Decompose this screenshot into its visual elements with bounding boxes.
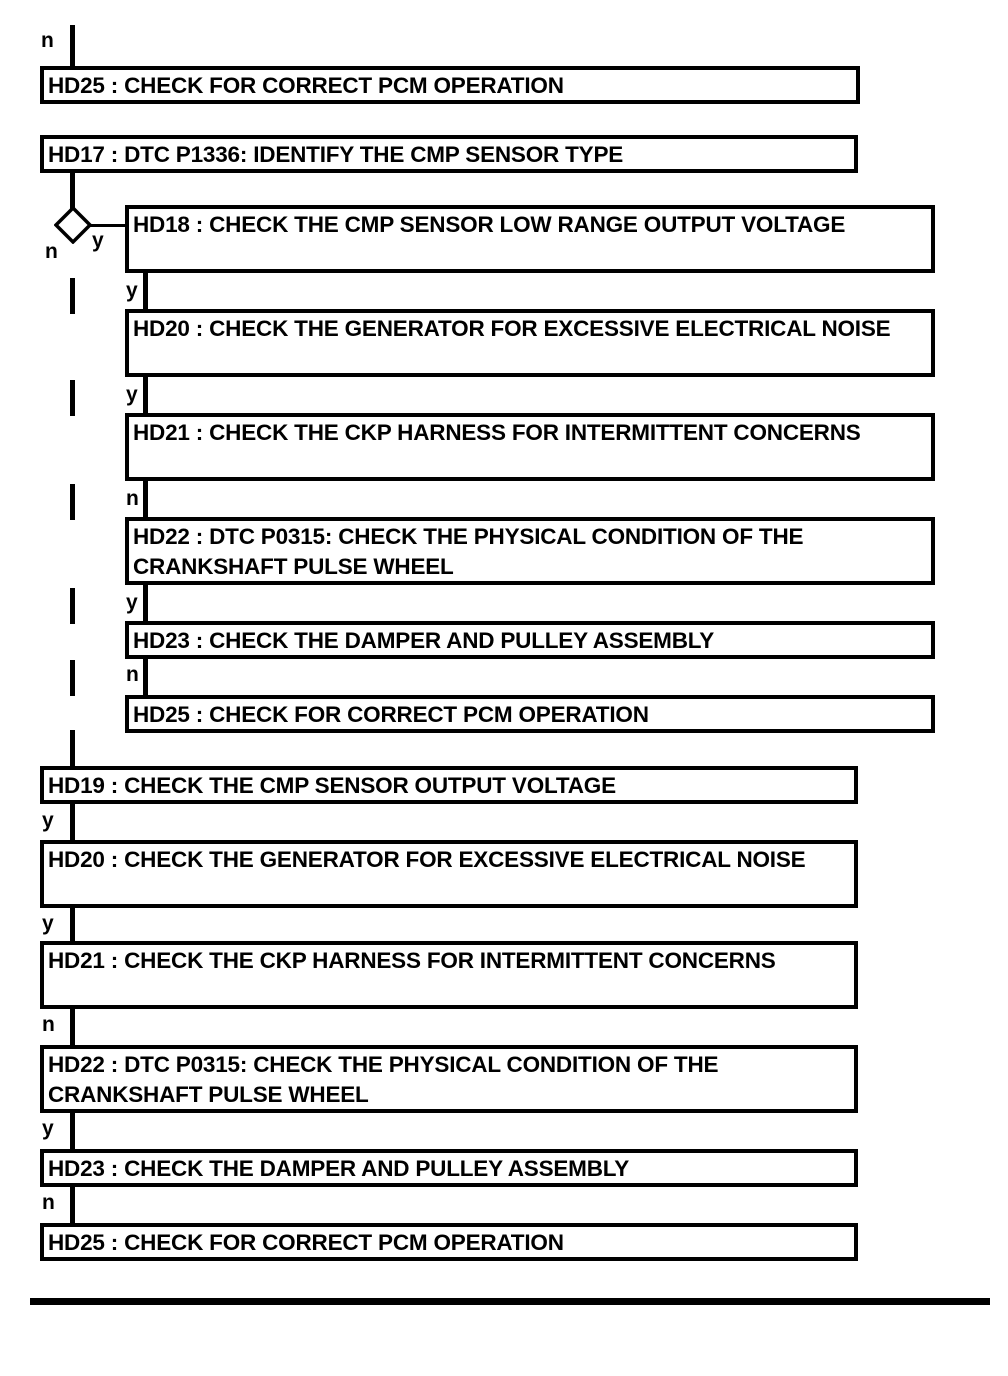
decision-diamond[interactable] [53,205,93,245]
node-hd25-top[interactable]: HD25 : CHECK FOR CORRECT PCM OPERATION [40,66,860,104]
edge-label-branch-5: n [126,663,139,686]
node-hd19[interactable]: HD19 : CHECK THE CMP SENSOR OUTPUT VOLTA… [40,766,858,804]
node-hd18[interactable]: HD18 : CHECK THE CMP SENSOR LOW RANGE OU… [125,205,935,273]
connector-hd20-to-hd21-branch [143,377,148,415]
node-hd25-bottom[interactable]: HD25 : CHECK FOR CORRECT PCM OPERATION [40,1223,858,1261]
connector-hd21-to-hd22-main [70,1009,75,1045]
connector-hd21-to-hd22-branch [143,481,148,519]
edge-label-branch-4: y [126,591,138,614]
edge-label-branch-1: y [126,279,138,302]
edge-label-decision-no: n [45,240,58,263]
edge-label-main-4: y [42,1117,54,1140]
connector-hd22-to-hd23-branch [143,585,148,623]
connector-hd18-to-hd20 [143,273,148,311]
page-bottom-rule [30,1298,990,1305]
edge-label-branch-3: n [126,487,139,510]
node-hd22-branch[interactable]: HD22 : DTC P0315: CHECK THE PHYSICAL CON… [125,517,935,585]
edge-label-top-entry: n [41,29,54,52]
connector-no-branch-seg-2 [70,380,75,416]
node-hd23-branch[interactable]: HD23 : CHECK THE DAMPER AND PULLEY ASSEM… [125,621,935,659]
node-hd22-main[interactable]: HD22 : DTC P0315: CHECK THE PHYSICAL CON… [40,1045,858,1113]
node-hd20-branch[interactable]: HD20 : CHECK THE GENERATOR FOR EXCESSIVE… [125,309,935,377]
connector-hd19-to-hd20 [70,804,75,840]
node-hd17[interactable]: HD17 : DTC P1336: IDENTIFY THE CMP SENSO… [40,135,858,173]
node-hd21-main[interactable]: HD21 : CHECK THE CKP HARNESS FOR INTERMI… [40,941,858,1009]
connector-hd23-to-hd25-branch [143,659,148,695]
connector-top-entry [70,25,75,67]
connector-no-branch-seg-4 [70,588,75,624]
connector-no-branch-seg-6 [70,730,75,768]
edge-label-main-3: n [42,1013,55,1036]
connector-hd23-to-hd25-main [70,1187,75,1223]
edge-label-main-5: n [42,1191,55,1214]
connector-no-branch-seg-3 [70,484,75,520]
node-hd23-main[interactable]: HD23 : CHECK THE DAMPER AND PULLEY ASSEM… [40,1149,858,1187]
edge-label-main-2: y [42,912,54,935]
connector-hd22-to-hd23-main [70,1113,75,1149]
edge-label-main-1: y [42,809,54,832]
connector-hd17-to-decision [70,173,75,211]
edge-label-branch-2: y [126,383,138,406]
edge-label-decision-yes: y [92,229,104,252]
connector-decision-to-hd18 [90,224,128,227]
node-hd20-main[interactable]: HD20 : CHECK THE GENERATOR FOR EXCESSIVE… [40,840,858,908]
node-hd21-branch[interactable]: HD21 : CHECK THE CKP HARNESS FOR INTERMI… [125,413,935,481]
connector-no-branch-seg-1 [70,278,75,314]
connector-no-branch-seg-5 [70,660,75,696]
node-hd25-branch[interactable]: HD25 : CHECK FOR CORRECT PCM OPERATION [125,695,935,733]
connector-hd20-to-hd21-main [70,908,75,944]
diamond-icon [53,205,93,245]
